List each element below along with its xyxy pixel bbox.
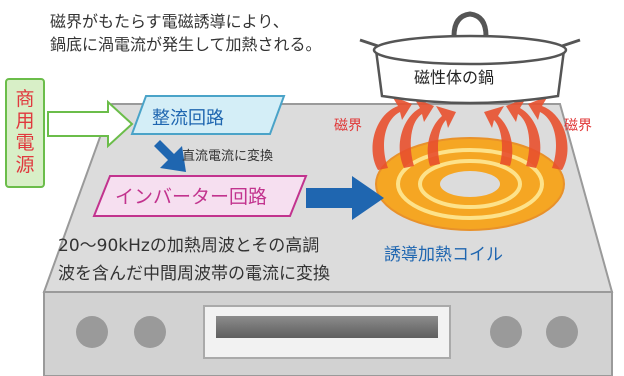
description-line-2: 鍋底に渦電流が発生して加熱される。	[50, 35, 322, 54]
rectifier-box	[130, 95, 286, 135]
dc-conversion-arrow	[154, 140, 186, 172]
control-knob[interactable]	[546, 316, 578, 348]
dc-conversion-label: 直流電流に変換	[182, 149, 274, 164]
inverter-to-coil-arrow	[306, 176, 384, 220]
power-to-rectifier-arrow	[47, 99, 134, 149]
inverter-description: 20～90kHzの加熱周波とその高調 波を含んだ中間周波帯の電流に変換	[58, 232, 330, 288]
inverter-desc-line-1: 20～90kHzの加熱周波とその高調	[58, 236, 320, 256]
power-source-text: 商用電源	[15, 88, 35, 176]
induction-coil-ring	[396, 148, 544, 220]
rectifier-label: 整流回路	[152, 108, 224, 129]
power-source-label: 商用電源	[5, 78, 45, 188]
control-knob[interactable]	[134, 316, 166, 348]
control-knob[interactable]	[490, 316, 522, 348]
magnetic-field-label-left: 磁界	[334, 118, 362, 134]
magnetic-field-right	[484, 96, 568, 170]
magnetic-field-label-right: 磁界	[564, 118, 592, 134]
induction-coil-ring	[418, 159, 522, 209]
inverter-desc-line-2: 波を含んだ中間周波帯の電流に変換	[58, 264, 330, 284]
pot-label: 磁性体の鍋	[414, 68, 495, 87]
induction-coil-label: 誘導加熱コイル	[384, 245, 503, 265]
control-knob[interactable]	[76, 316, 108, 348]
induction-coil-center	[440, 171, 500, 197]
magnetic-pot	[359, 11, 581, 105]
inverter-label: インバーター回路	[115, 186, 268, 208]
heating-description: 磁界がもたらす電磁誘導により、 鍋底に渦電流が発生して加熱される。	[50, 10, 322, 56]
magnetic-field-left	[372, 96, 456, 170]
inverter-box	[92, 175, 308, 217]
description-line-1: 磁界がもたらす電磁誘導により、	[50, 12, 289, 31]
control-panel-display	[216, 316, 438, 338]
